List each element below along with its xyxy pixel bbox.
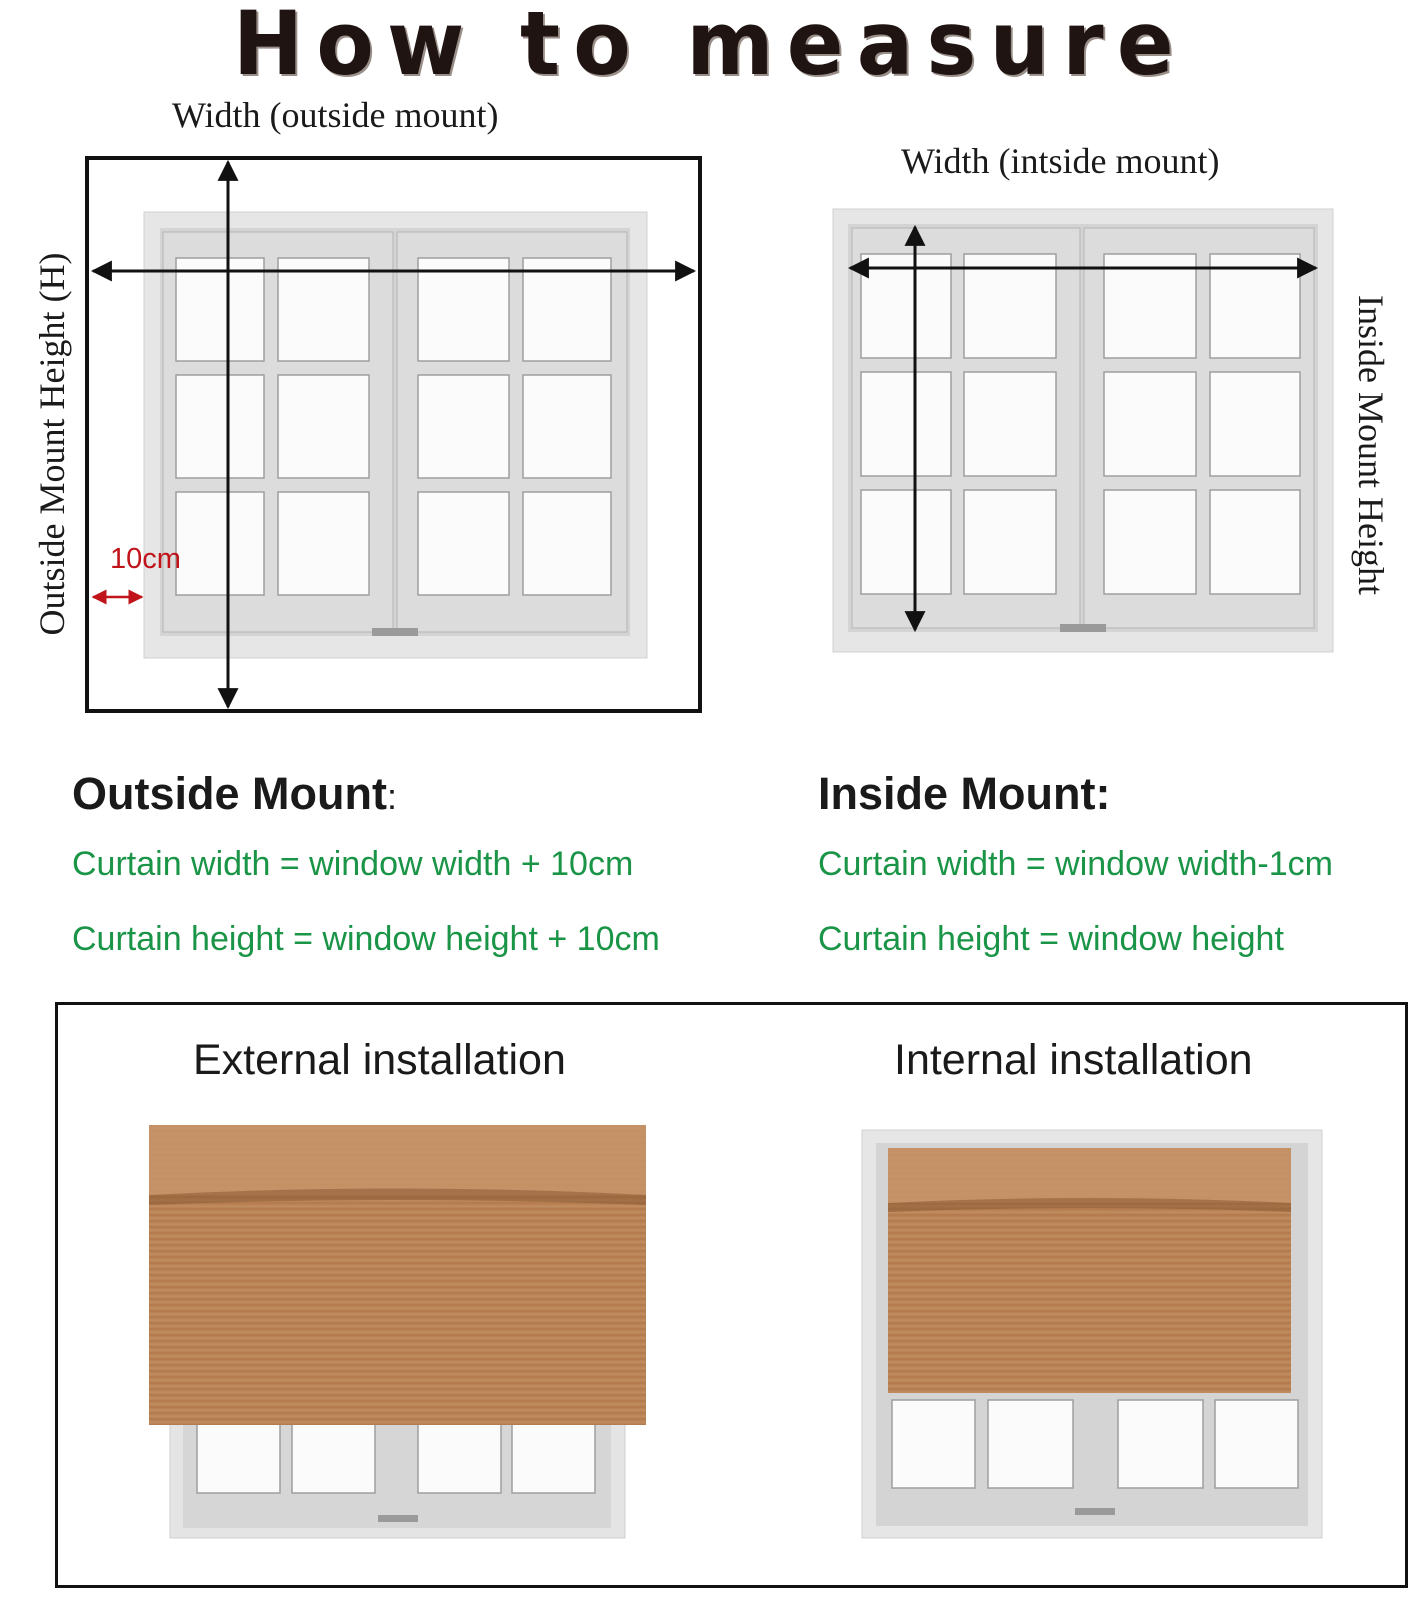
outside-mount-heading-text: Outside Mount	[72, 768, 387, 819]
inside-mount-window	[832, 208, 1334, 653]
inside-height-label: Inside Mount Height	[1351, 295, 1391, 595]
margin-label: 10cm	[110, 543, 181, 575]
outside-height-formula: Curtain height = window height + 10cm	[72, 920, 660, 958]
external-installation-image	[149, 1125, 646, 1539]
inside-height-formula: Curtain height = window height	[818, 920, 1284, 958]
installation-panel	[55, 1002, 1408, 1588]
outside-mount-heading-colon: :	[386, 776, 397, 817]
outside-width-label: Width (outside mount)	[172, 95, 499, 135]
external-installation-label: External installation	[193, 1036, 566, 1084]
internal-installation-image	[861, 1129, 1323, 1539]
outside-mount-heading: Outside Mount:	[72, 768, 397, 820]
internal-installation-label: Internal installation	[894, 1036, 1253, 1084]
inside-width-label: Width (intside mount)	[901, 141, 1220, 181]
inside-width-formula: Curtain width = window width-1cm	[818, 845, 1333, 883]
page-title: How to measure	[233, 0, 1187, 95]
outside-mount-boundary	[85, 156, 702, 713]
inside-mount-heading: Inside Mount:	[818, 768, 1111, 819]
outside-mount-window	[143, 211, 648, 659]
outside-width-formula: Curtain width = window width + 10cm	[72, 845, 634, 883]
outside-height-label: Outside Mount Height (H)	[32, 252, 72, 636]
